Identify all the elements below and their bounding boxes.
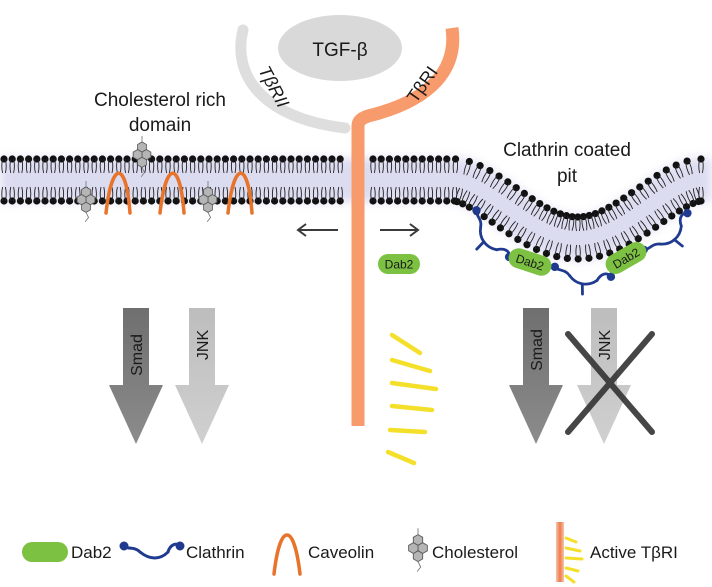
legend-dab2-label: Dab2: [71, 543, 112, 562]
legend-clathrin-swatch: [119, 541, 185, 560]
clathrin-icon: [550, 262, 616, 296]
free-dab2: Dab2: [378, 254, 420, 274]
type1-receptor: [351, 27, 460, 426]
left-smad-label: Smad: [129, 334, 146, 376]
tgf-beta-ligand: TGF-β: [278, 15, 402, 81]
legend-dab2-swatch: [22, 542, 68, 562]
cholesterol-domain-label-line1: Cholesterol rich: [94, 90, 226, 111]
legend: Dab2 Clathrin Caveolin Cholesterol: [22, 522, 678, 584]
legend-clathrin-label: Clathrin: [186, 543, 245, 562]
legend-caveolin-label: Caveolin: [308, 543, 374, 562]
legend-active-receptor-label: Active TβRI: [590, 543, 678, 562]
lateral-movement-arrows: [296, 223, 420, 237]
left-jnk-label: JNK: [195, 330, 212, 361]
right-smad-label: Smad: [529, 329, 546, 371]
caveolin-proteins: [104, 171, 254, 215]
tgf-beta-label: TGF-β: [312, 40, 367, 61]
legend-active-receptor-swatch: [556, 522, 564, 582]
right-jnk-label: JNK: [597, 330, 614, 361]
legend-cholesterol-swatch: [408, 528, 428, 572]
legend-cholesterol-label: Cholesterol: [432, 543, 518, 562]
type2-receptor: [235, 24, 351, 134]
jnk-blocked-cross: [565, 331, 655, 435]
legend-clathrin: Clathrin: [119, 541, 245, 562]
left-smad-arrow: Smad: [109, 308, 163, 444]
cholesterol-molecules: [76, 135, 218, 223]
legend-caveolin-swatch: [272, 533, 302, 576]
cholesterol-icon: [76, 180, 96, 223]
legend-dab2: Dab2: [22, 542, 112, 562]
clathrin-pit-label-line2: pit: [557, 166, 578, 187]
cholesterol-icon: [408, 528, 428, 572]
legend-caveolin: Caveolin: [272, 533, 374, 576]
cholesterol-domain-label-line2: domain: [129, 115, 191, 136]
legend-cholesterol: Cholesterol: [408, 528, 518, 572]
right-smad-arrow: Smad: [509, 308, 563, 444]
free-dab2-label: Dab2: [385, 258, 414, 272]
legend-active-receptor: Active TβRI: [556, 522, 678, 584]
pit-dab2-left: Dab2: [508, 248, 552, 276]
cholesterol-icon: [132, 135, 152, 178]
left-jnk-arrow: JNK: [175, 308, 229, 444]
clathrin-pit-label-line1: Clathrin coated: [503, 140, 631, 161]
active-receptor-rays: [385, 332, 439, 466]
clathrin-coat: [472, 206, 692, 296]
cholesterol-icon: [198, 180, 218, 223]
legend-active-rays: [564, 536, 584, 584]
